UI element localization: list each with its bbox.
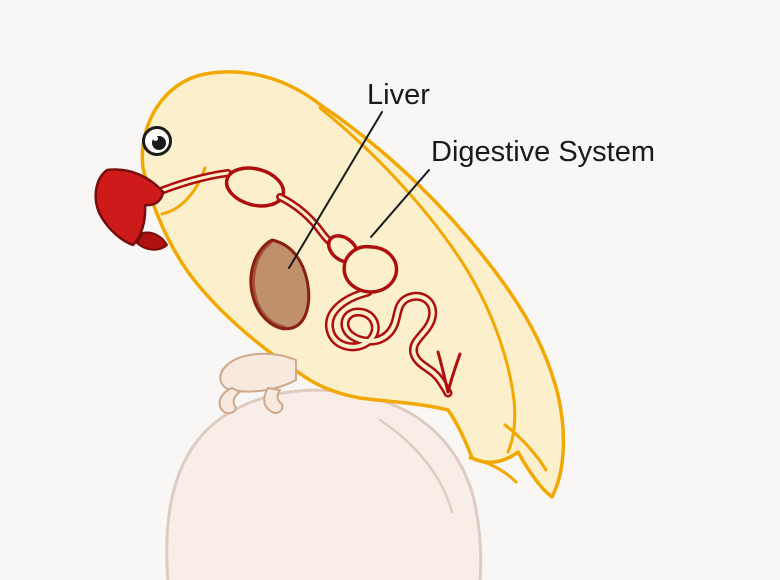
eye-glint bbox=[153, 136, 158, 141]
liver-shading bbox=[250, 239, 287, 331]
tail-feather-line-2 bbox=[503, 423, 548, 472]
gizzard bbox=[342, 244, 399, 294]
tail-feather-line-1 bbox=[468, 456, 518, 484]
vent-line-2 bbox=[446, 352, 462, 394]
intestines-inner bbox=[327, 290, 450, 395]
liver-organ bbox=[249, 238, 311, 331]
eye bbox=[142, 126, 172, 156]
digestive-tract bbox=[149, 166, 462, 398]
foot-base bbox=[219, 352, 297, 393]
digestive-system-leader-line bbox=[370, 169, 430, 238]
beak-upper bbox=[94, 168, 165, 247]
beak-lower bbox=[136, 231, 168, 251]
wing-line bbox=[318, 106, 517, 454]
claw-front bbox=[218, 387, 241, 415]
digestive-system-label: Digestive System bbox=[431, 136, 655, 168]
beak bbox=[94, 168, 168, 251]
perch-fold-line bbox=[378, 418, 454, 514]
liver-label: Liver bbox=[367, 79, 430, 111]
liver-leader-line bbox=[288, 111, 383, 269]
claw-middle bbox=[263, 387, 284, 414]
annotations: Liver Digestive System bbox=[288, 79, 655, 269]
foot bbox=[218, 352, 297, 415]
perch-shape bbox=[165, 388, 483, 580]
perch bbox=[165, 388, 483, 580]
